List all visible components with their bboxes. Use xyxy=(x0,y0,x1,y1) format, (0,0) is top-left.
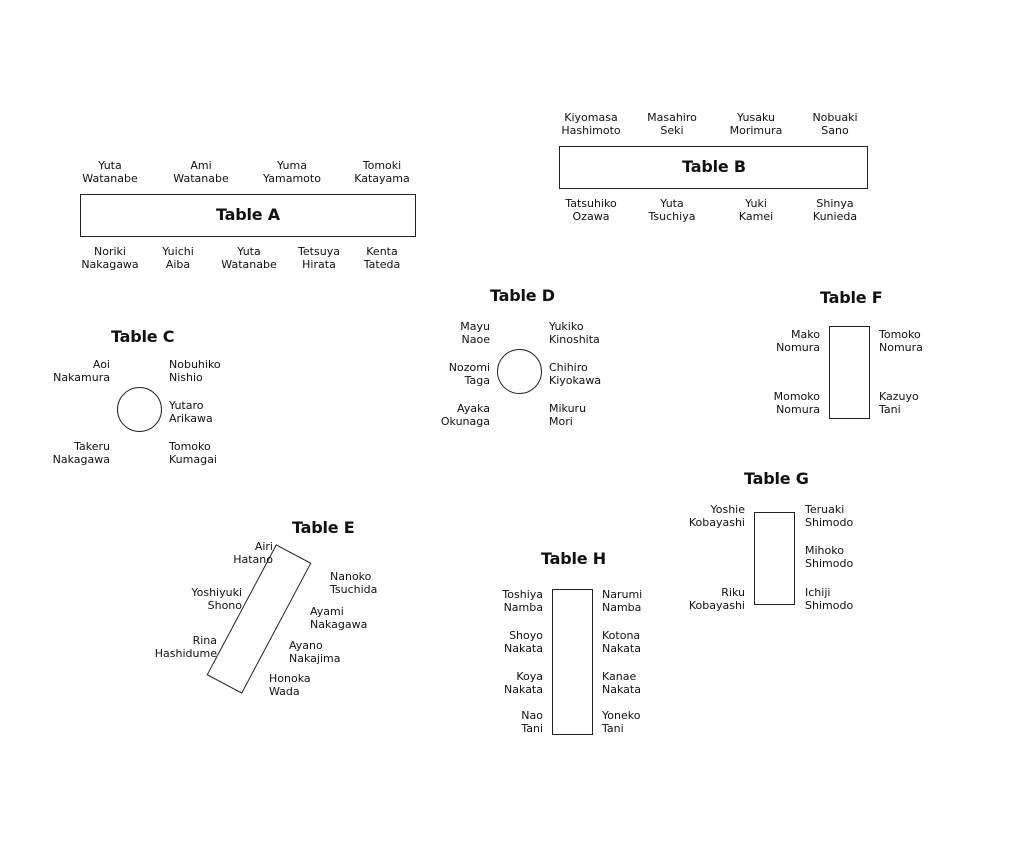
table-h xyxy=(552,589,593,735)
table-d xyxy=(497,349,542,394)
table-c-title: Table C xyxy=(111,327,175,346)
table-g xyxy=(754,512,795,605)
table-a xyxy=(80,194,416,237)
table-f xyxy=(829,326,870,419)
table-a-title: Table A xyxy=(216,205,280,224)
table-f-title: Table F xyxy=(820,288,883,307)
table-b-title: Table B xyxy=(682,157,746,176)
table-h-title: Table H xyxy=(541,549,606,568)
table-c xyxy=(117,387,162,432)
table-b xyxy=(559,146,868,189)
table-d-title: Table D xyxy=(490,286,555,305)
table-e-title: Table E xyxy=(292,518,355,537)
table-g-title: Table G xyxy=(744,469,809,488)
